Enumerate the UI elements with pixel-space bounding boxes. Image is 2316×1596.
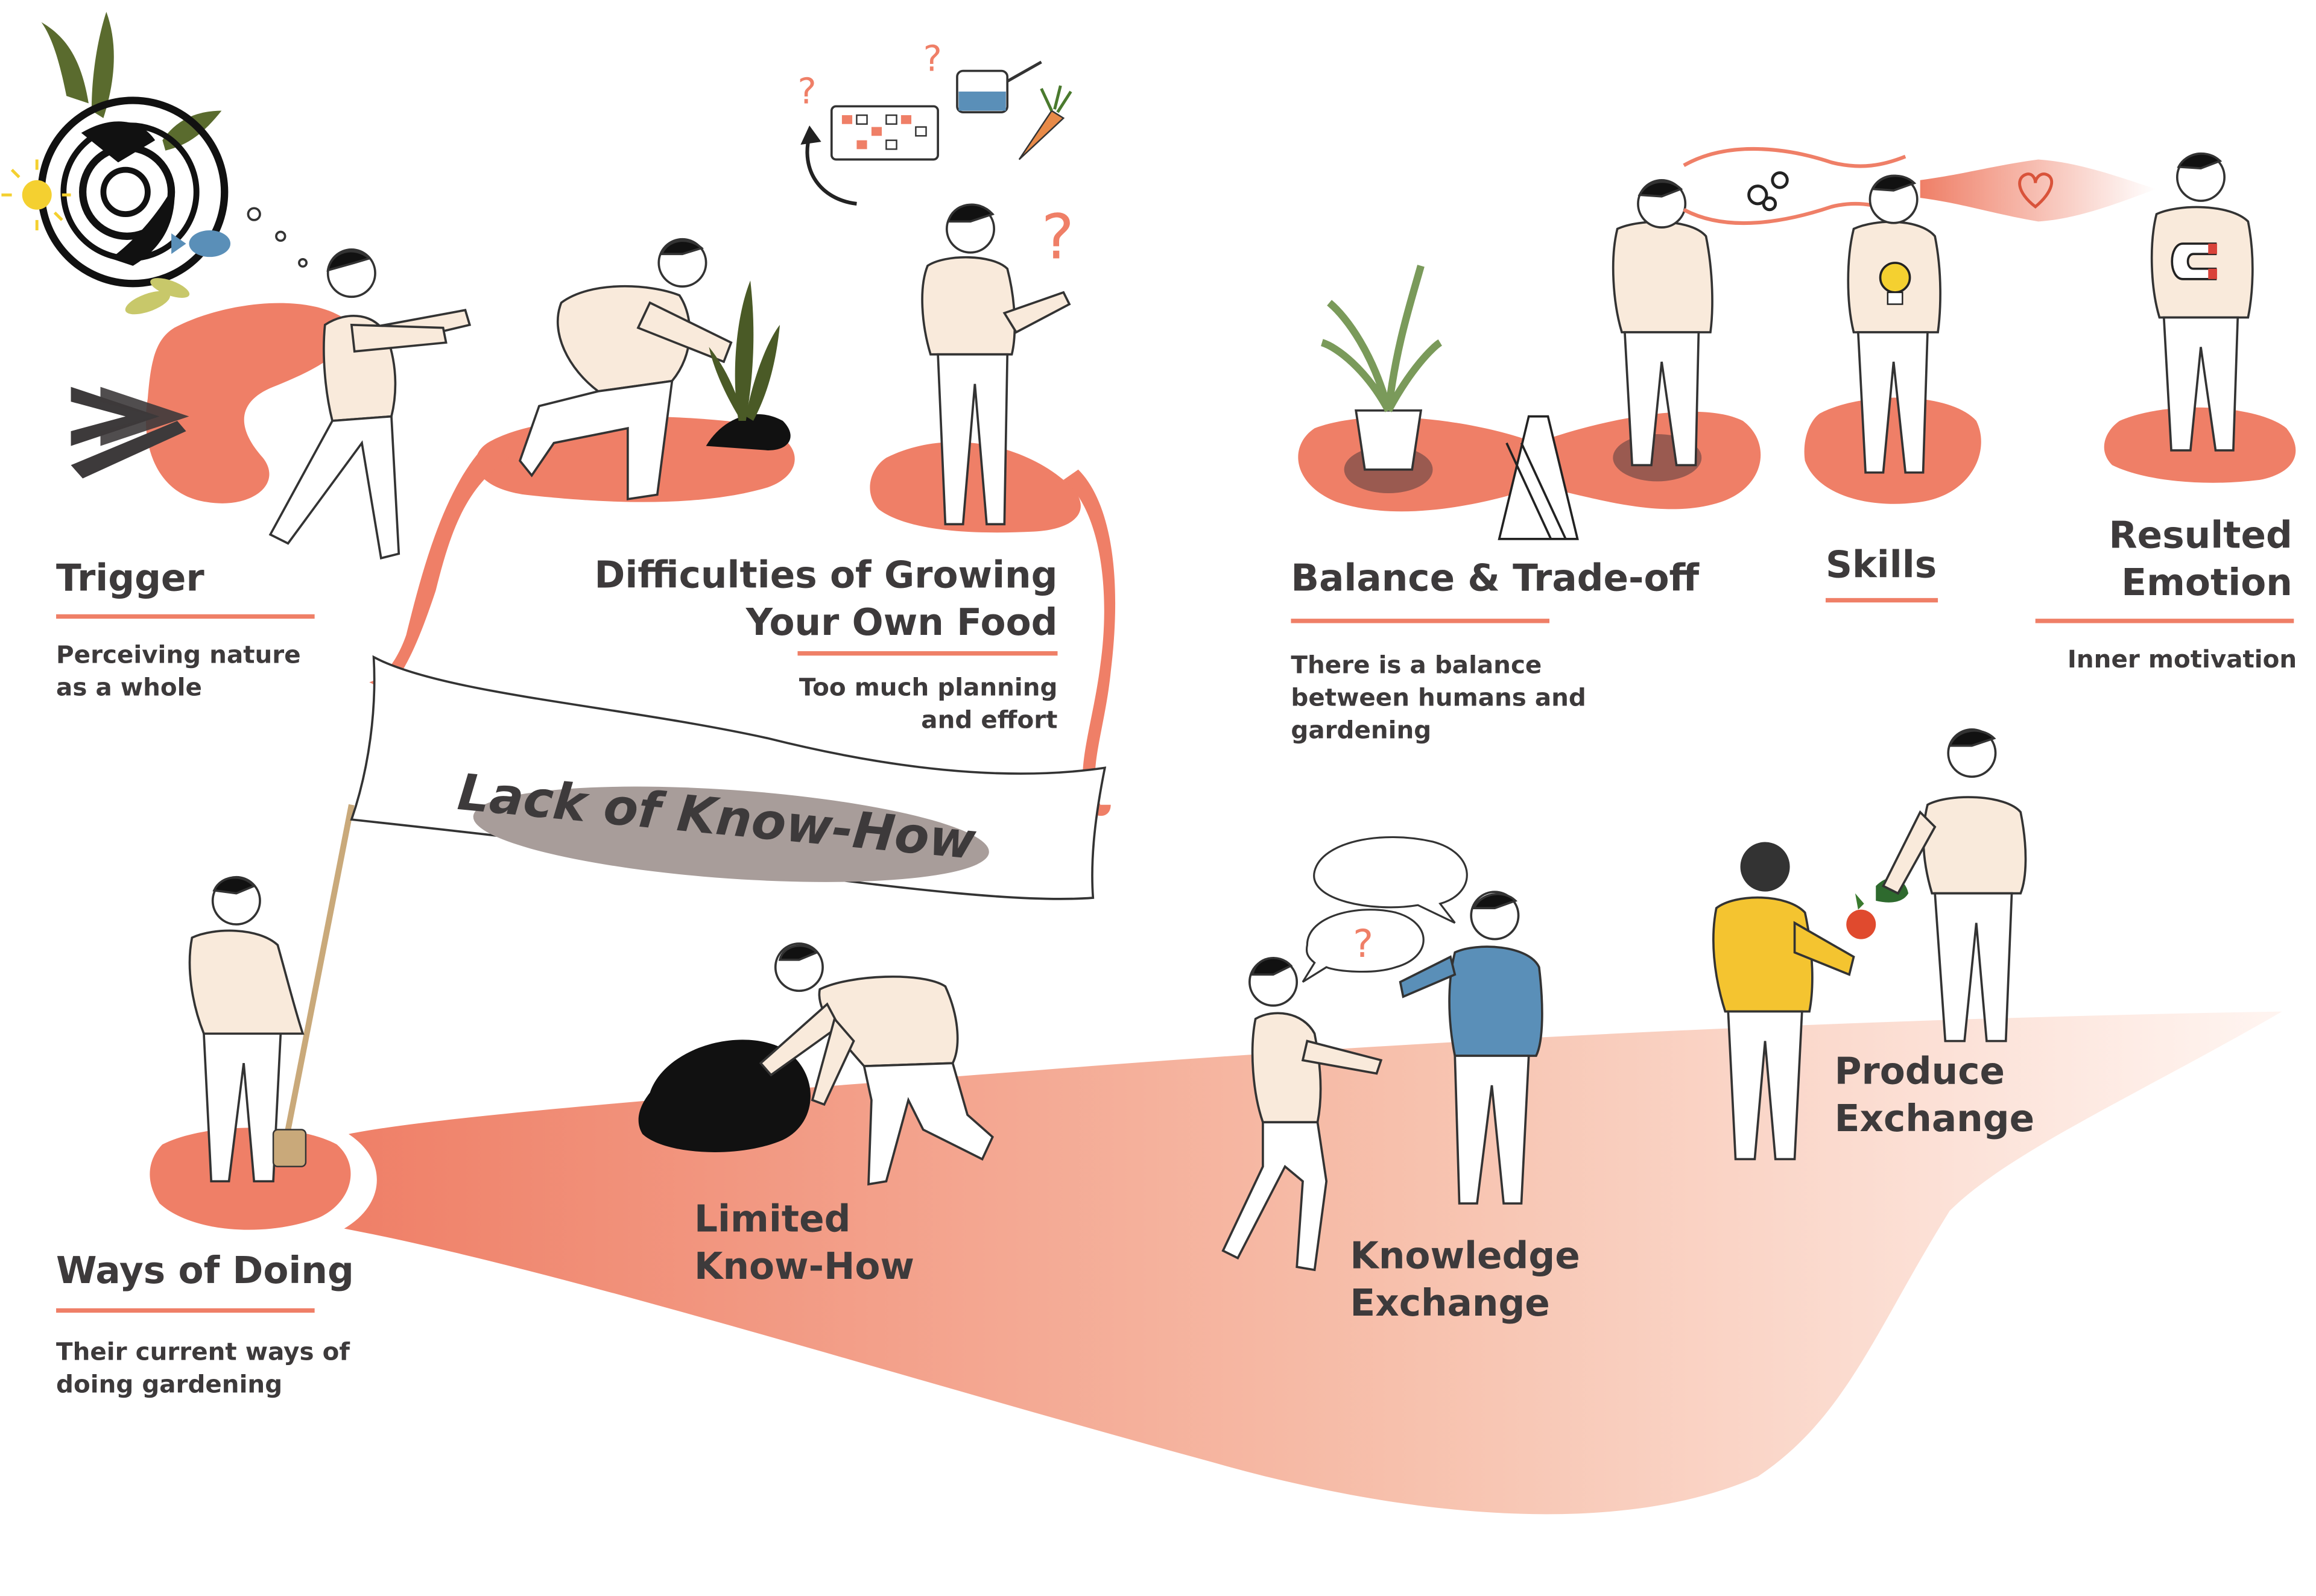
person-asking [1221, 957, 1383, 1272]
person-planting [518, 238, 733, 500]
flag-pole [285, 804, 355, 1131]
person-yellow [1712, 842, 1855, 1161]
balance-subtitle-line: gardening [1291, 716, 1432, 745]
skills-underline [1825, 598, 1938, 603]
person-balance [1612, 178, 1713, 467]
difficulties-subtitle-line: and effort [921, 705, 1058, 734]
difficulties-underline [797, 651, 1058, 656]
skills-blob [1804, 397, 1981, 504]
emotion-title-line: Emotion [2121, 561, 2292, 604]
limited-title: Limited Know-How [694, 1196, 914, 1291]
emotion-beam [1920, 159, 2157, 222]
emotion-blob [2104, 407, 2296, 483]
shovel-icon [272, 1129, 307, 1167]
trigger-subtitle-line: Perceiving nature [56, 640, 301, 669]
magnet-icon [2171, 242, 2217, 280]
ways-subtitle-line: doing gardening [56, 1370, 283, 1399]
chevron-arrow-icon [71, 386, 189, 479]
difficulties-title-line: Your Own Food [745, 601, 1058, 644]
trigger-blob [145, 303, 347, 503]
difficulties-title-line: Difficulties of Growing [594, 554, 1058, 597]
limited-title-line: Limited [694, 1197, 851, 1241]
limited-title-line: Know-How [694, 1244, 914, 1288]
trigger-subtitle: Perceiving nature as a whole [56, 639, 301, 704]
difficulties-band [369, 443, 510, 692]
difficulties-subtitle-line: Too much planning [799, 673, 1058, 702]
lightbulb-icon [1879, 262, 1911, 305]
seedling-icon [706, 280, 791, 450]
ways-underline [56, 1308, 315, 1313]
question-mark: ? [1353, 922, 1373, 967]
speech-bubble-icon [1302, 836, 1468, 983]
tomato-icon [1846, 893, 1876, 939]
emotion-title: Resulted Emotion [2039, 513, 2292, 607]
nature-spiral-icon [1, 11, 308, 315]
trigger-subtitle-line: as a whole [56, 673, 202, 702]
balance-title: Balance & Trade-off [1291, 557, 1700, 600]
difficulties-blob-2 [870, 442, 1081, 533]
emotion-title-line: Resulted [2109, 514, 2292, 557]
calendar-icon [800, 105, 939, 206]
carrot-icon [1018, 85, 1072, 160]
knowledge-title-line: Knowledge [1350, 1234, 1580, 1278]
emotion-subtitle: Inner motivation [2067, 645, 2297, 673]
person-skills [1847, 174, 1941, 474]
ways-title: Ways of Doing [56, 1249, 354, 1292]
trigger-title: Trigger [56, 557, 204, 600]
person-with-shovel [188, 875, 305, 1183]
gears-icon [1747, 171, 1789, 212]
question-mark: ? [1042, 202, 1075, 274]
question-mark: ? [923, 38, 942, 80]
ways-subtitle: Their current ways of doing gardening [56, 1336, 350, 1401]
difficulties-title: Difficulties of Growing Your Own Food [546, 552, 1057, 647]
knowledge-title-line: Exchange [1350, 1281, 1550, 1325]
produce-title: Produce Exchange [1835, 1049, 2034, 1143]
person-pushing-rock [759, 942, 994, 1186]
balance-underline [1291, 619, 1550, 623]
difficulties-tail [1063, 469, 1116, 816]
seesaw-book-icon [1498, 415, 1579, 540]
person-reaching [268, 248, 472, 560]
banner-shadow [473, 786, 989, 882]
balance-subtitle-line: There is a balance [1291, 651, 1542, 680]
person-motivated [2150, 152, 2254, 452]
skills-title: Skills [1825, 543, 1937, 587]
balance-subtitle: There is a balance between humans and ga… [1291, 650, 1586, 748]
question-mark: ? [797, 70, 816, 112]
knowledge-title: Knowledge Exchange [1350, 1233, 1580, 1328]
difficulties-subtitle: Too much planning and effort [680, 672, 1058, 737]
person-giving [1882, 728, 2027, 1042]
balance-subtitle-line: between humans and [1291, 683, 1586, 712]
person-explaining [1399, 891, 1543, 1205]
produce-title-line: Exchange [1834, 1097, 2035, 1140]
produce-title-line: Produce [1834, 1050, 2005, 1093]
emotion-underline [2035, 619, 2294, 623]
watering-can-icon [956, 60, 1042, 113]
ways-subtitle-line: Their current ways of [56, 1337, 350, 1366]
energy-wave [1683, 147, 1906, 168]
trigger-underline [56, 614, 315, 619]
person-thinking [921, 203, 1071, 526]
potted-plant-icon [1320, 265, 1443, 471]
